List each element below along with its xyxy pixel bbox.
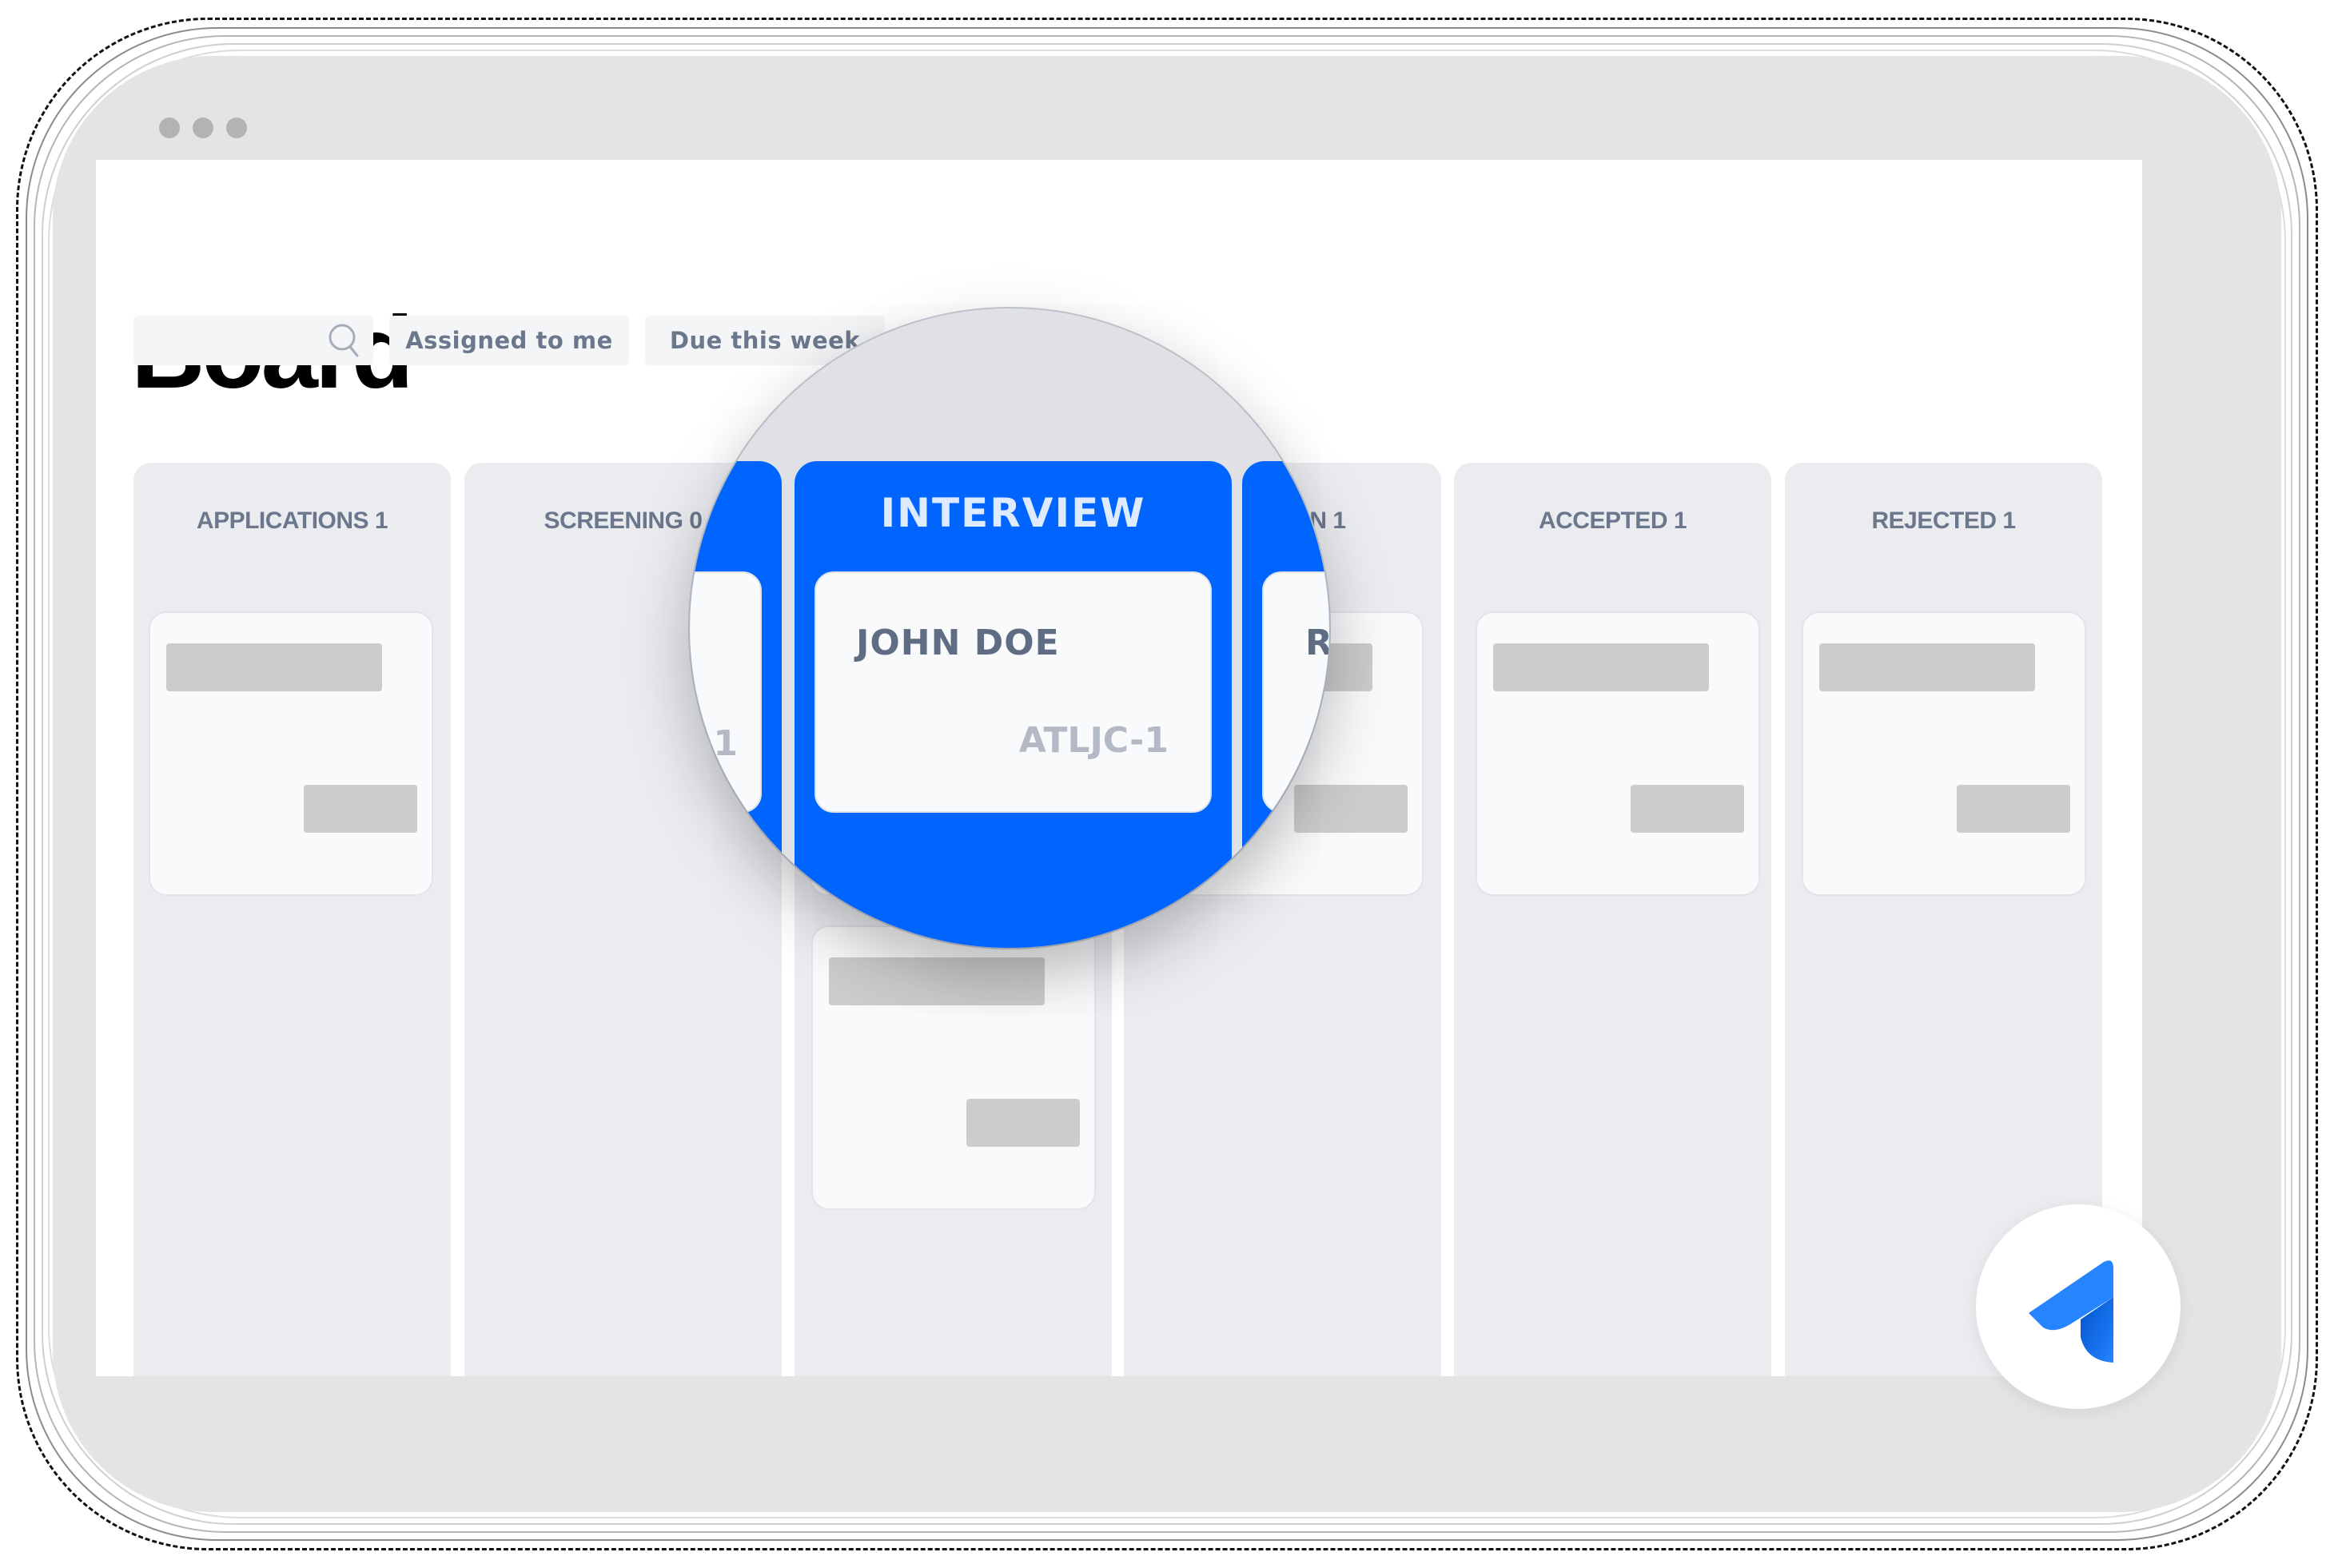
magnified-card[interactable]: R — [1262, 571, 1329, 813]
frame-outline — [16, 18, 2318, 1550]
frame-outline — [34, 35, 2300, 1533]
card-candidate-name: JOHN DOE — [856, 623, 1060, 663]
magnified-column-header: INTERVIEW — [880, 490, 1146, 536]
window-control-dot[interactable] — [226, 117, 247, 138]
card-issue-key: ATLJC-1 — [1018, 720, 1169, 761]
card-title-placeholder — [1493, 643, 1709, 691]
column-header: APPLICATIONS 1 — [196, 507, 388, 534]
window-control-dot[interactable] — [193, 117, 213, 138]
board-column-rejected: REJECTED 1 — [1785, 463, 2102, 1376]
card-title-placeholder — [1819, 643, 2035, 691]
card-key-placeholder — [1631, 785, 1744, 833]
card-key-fragment: 1 — [713, 723, 738, 764]
board-column-accepted: ACCEPTED 1 — [1454, 463, 1771, 1376]
magnified-card[interactable]: 1 — [690, 571, 762, 813]
board-card[interactable] — [149, 611, 433, 896]
card-key-placeholder — [966, 1099, 1080, 1147]
magnified-column-interview: INTERVIEW JOHN DOE ATLJC-1 — [795, 461, 1232, 948]
card-key-placeholder — [304, 785, 417, 833]
search-icon — [329, 324, 359, 357]
column-header: REJECTED 1 — [1871, 507, 2016, 534]
board-column-applications: APPLICATIONS 1 — [133, 463, 451, 1376]
frame-outline — [42, 43, 2292, 1525]
board-card[interactable] — [1802, 611, 2086, 896]
filter-assigned-to-me-button[interactable]: Assigned to me — [389, 316, 629, 365]
app-logo-badge — [1976, 1204, 2181, 1409]
jira-work-management-logo-icon — [2029, 1260, 2113, 1363]
frame-outline — [48, 50, 2286, 1518]
column-header: ACCEPTED 1 — [1538, 507, 1687, 534]
card-title-placeholder — [166, 643, 382, 691]
card-name-fragment: R — [1305, 623, 1329, 663]
board-card[interactable] — [811, 925, 1096, 1210]
search-input[interactable] — [133, 316, 373, 365]
column-header: SCREENING 0 — [544, 507, 703, 534]
board-card[interactable] — [1476, 611, 1760, 896]
magnified-column-left: 1 — [690, 461, 782, 948]
filter-due-this-week-button[interactable]: Due this week — [645, 316, 885, 365]
magnifier-lens: 1 INTERVIEW JOHN DOE ATLJC-1 R — [690, 308, 1329, 948]
card-title-placeholder — [829, 957, 1045, 1005]
magnified-card-john-doe[interactable]: JOHN DOE ATLJC-1 — [815, 571, 1212, 813]
frame-outline — [26, 27, 2308, 1541]
card-key-placeholder — [1957, 785, 2070, 833]
magnified-column-right: R — [1242, 461, 1329, 948]
window-control-dot[interactable] — [159, 117, 180, 138]
